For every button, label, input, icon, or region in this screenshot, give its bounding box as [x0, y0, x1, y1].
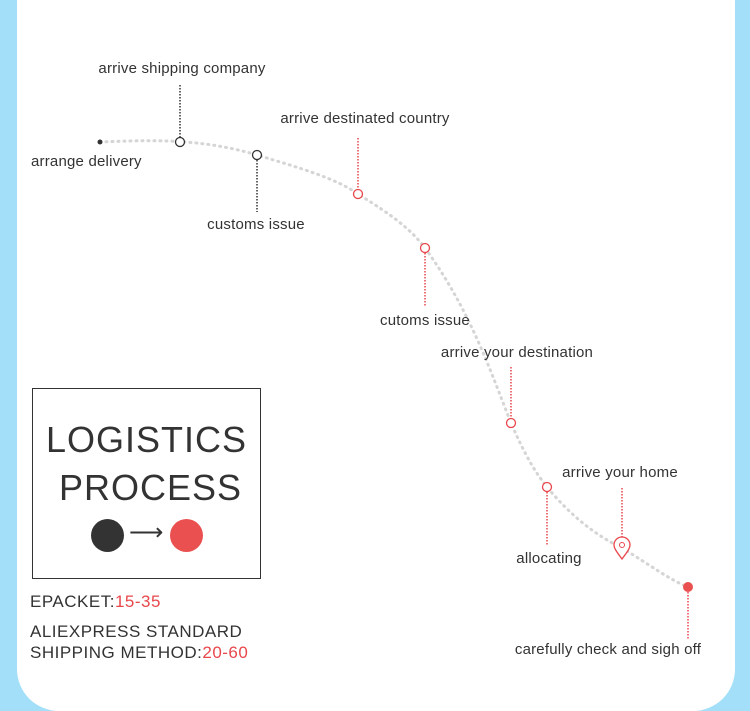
step-marker	[251, 149, 263, 161]
step-marker	[174, 136, 186, 148]
step-marker	[352, 188, 364, 200]
standard-days: 20-60	[202, 643, 249, 662]
title-line: LOGISTICS	[45, 419, 248, 460]
arrow-right-icon: ⟶	[129, 519, 164, 546]
title-line: PROCESS	[58, 467, 243, 508]
step-marker	[541, 481, 553, 493]
step-label: arrive your home	[562, 464, 678, 481]
epacket-info: EPACKET:15-35	[30, 591, 161, 612]
epacket-days: 15-35	[114, 592, 161, 611]
step-label: arrive your destination	[440, 344, 594, 361]
step-label: arrive shipping company	[98, 60, 266, 77]
step-label: cutoms issue	[380, 312, 470, 329]
step-label: arrange delivery	[31, 153, 142, 170]
title-box: LOGISTICS PROCESS ⟶	[32, 388, 261, 579]
standard-label: SHIPPING METHOD:	[30, 643, 203, 662]
step-label: customs issue	[207, 216, 305, 233]
step-label: allocating	[516, 550, 582, 567]
step-marker	[505, 417, 517, 429]
epacket-label: EPACKET:	[30, 592, 115, 611]
start-circle-icon	[91, 519, 124, 552]
map-pin-icon	[613, 536, 631, 561]
standard-line1: ALIEXPRESS STANDARD	[30, 622, 243, 641]
step-label: carefully check and sigh off	[514, 641, 702, 658]
standard-info: ALIEXPRESS STANDARD SHIPPING METHOD:20-6…	[30, 621, 248, 663]
start-dot	[97, 139, 103, 145]
end-circle-icon	[170, 519, 203, 552]
step-label: arrive destinated country	[280, 110, 450, 127]
content-card	[17, 0, 735, 711]
step-marker	[419, 242, 431, 254]
end-dot	[683, 582, 693, 592]
